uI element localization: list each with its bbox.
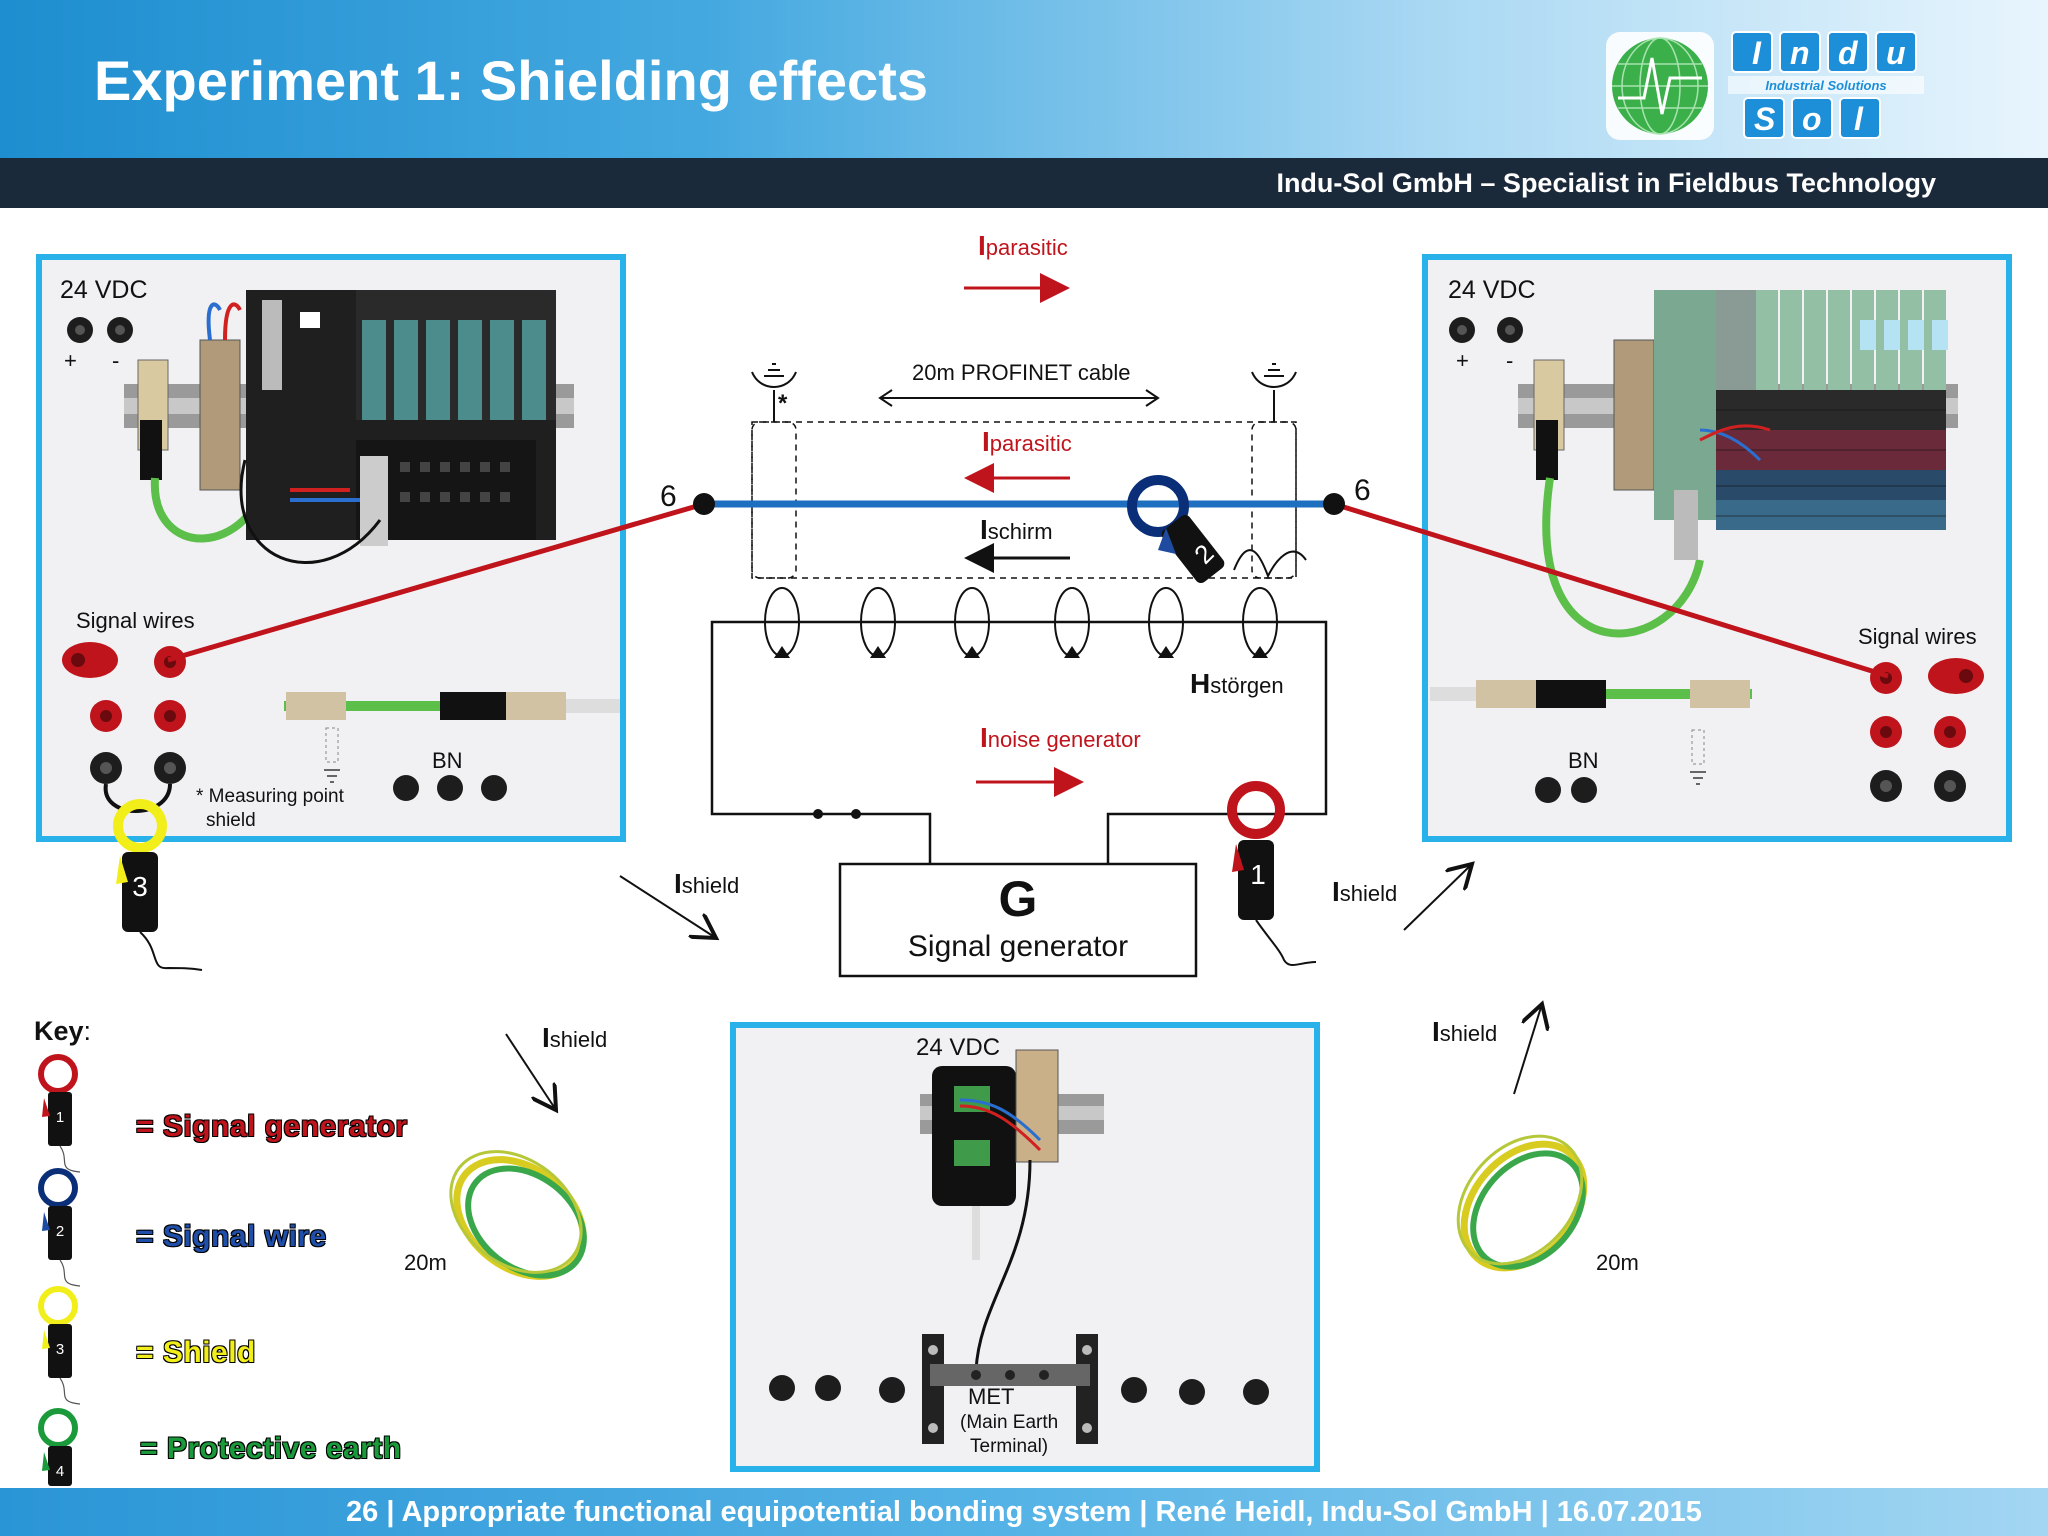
- met-label-1: MET: [968, 1384, 1015, 1409]
- svg-text:1: 1: [56, 1109, 64, 1126]
- key-clamp-2: 2: [38, 1168, 81, 1287]
- footer-bar: [0, 1488, 2048, 1536]
- clamp-1-number: 1: [1250, 859, 1266, 890]
- met-label-3: Terminal): [970, 1436, 1049, 1457]
- generator-letter: G: [998, 871, 1038, 927]
- right-signal-wires-label: Signal wires: [1858, 624, 1977, 649]
- ishield-label-bottom-left: Ishield: [542, 1022, 608, 1053]
- key-title: Key:: [34, 1016, 92, 1046]
- key-clamp-3: 3: [38, 1286, 81, 1405]
- earth-cable-coil-right: [1456, 1134, 1588, 1272]
- hstoergen-label: Hstörgen: [1190, 668, 1284, 699]
- ishield-label-bottom-right: Ishield: [1432, 1016, 1498, 1047]
- svg-text:n: n: [1790, 35, 1810, 71]
- key-label-shield: = Shield: [136, 1336, 256, 1369]
- met-label-2: (Main Earth: [960, 1412, 1059, 1433]
- measuring-point-label-2: shield: [206, 810, 256, 831]
- key-label-signal-wire: = Signal wire: [136, 1220, 327, 1253]
- cable-diagram: [167, 273, 1889, 1280]
- generator-loop: [710, 620, 1328, 864]
- inoise-label: Inoise generator: [980, 722, 1141, 753]
- right-hardware: [1430, 290, 1984, 803]
- right-minus-label: -: [1506, 348, 1514, 373]
- left-signal-wires-label: Signal wires: [76, 608, 195, 633]
- earth-symbol-left: [751, 363, 797, 422]
- left-hardware: [62, 290, 620, 813]
- earth-cable-coil-left: [449, 1150, 587, 1280]
- clamp-2-signal-wire: 2: [1127, 475, 1225, 584]
- right-bn-label: BN: [1568, 748, 1599, 773]
- svg-text:d: d: [1838, 35, 1859, 71]
- svg-text:o: o: [1802, 101, 1822, 137]
- right-voltage-label: 24 VDC: [1448, 276, 1536, 304]
- left-plus-label: +: [64, 348, 77, 373]
- measuring-star: *: [778, 390, 788, 417]
- logo-letter-i: I: [1752, 35, 1762, 71]
- ishield-label-left: Ishield: [674, 868, 740, 899]
- left-minus-label: -: [112, 348, 120, 373]
- ishield-label-right: Ishield: [1332, 876, 1398, 907]
- svg-text:u: u: [1886, 35, 1906, 71]
- measuring-point-label: * Measuring point: [196, 786, 344, 807]
- page-title: Experiment 1: Shielding effects: [94, 49, 928, 112]
- clamp-1-signal-generator: 1: [1227, 781, 1317, 967]
- cable-length-left: 20m: [404, 1250, 447, 1275]
- node-right: [1323, 493, 1345, 515]
- key-label-protective-earth: = Protective earth: [140, 1432, 402, 1465]
- iparasitic-mid-label: Iparasitic: [982, 426, 1072, 457]
- svg-text:3: 3: [56, 1341, 64, 1358]
- right-plus-label: +: [1456, 348, 1469, 373]
- node-left: [693, 493, 715, 515]
- clamp-3-shield: 3: [113, 799, 203, 971]
- company-bar: [0, 158, 2048, 208]
- bottom-hardware: [769, 1049, 1269, 1444]
- bottom-voltage-label: 24 VDC: [916, 1034, 1001, 1061]
- key-clamp-4: 4: [38, 1408, 78, 1486]
- svg-text:S: S: [1754, 101, 1776, 137]
- company-logo: I n d u Industrial Solutions S o l: [1604, 28, 1934, 144]
- svg-text:4: 4: [56, 1463, 64, 1480]
- node-right-label: 6: [1354, 474, 1371, 507]
- clamp-3-number: 3: [132, 871, 148, 902]
- cable-label: 20m PROFINET cable: [912, 360, 1131, 385]
- cable-length-right: 20m: [1596, 1250, 1639, 1275]
- earth-symbol-right: [1251, 363, 1297, 422]
- red-signal-wire-right: [1333, 501, 1889, 679]
- logo-subtitle: Industrial Solutions: [1765, 78, 1886, 93]
- ischirm-label: Ischirm: [980, 514, 1053, 545]
- left-bn-label: BN: [432, 748, 463, 773]
- key-label-signal-generator: = Signal generator: [136, 1110, 408, 1143]
- red-signal-wire-left: [167, 501, 705, 663]
- svg-text:2: 2: [56, 1223, 64, 1240]
- generator-label: Signal generator: [907, 930, 1129, 963]
- signal-generator-box: [838, 862, 1198, 978]
- company-tagline: Indu-Sol GmbH – Specialist in Fieldbus T…: [1276, 168, 1936, 198]
- left-voltage-label: 24 VDC: [60, 276, 148, 304]
- node-left-label: 6: [660, 480, 677, 513]
- footer-text: 26 | Appropriate functional equipotentia…: [346, 1496, 1702, 1528]
- iparasitic-top-label: Iparasitic: [978, 230, 1068, 261]
- key-clamp-1: 1: [38, 1054, 81, 1173]
- svg-text:l: l: [1854, 101, 1864, 137]
